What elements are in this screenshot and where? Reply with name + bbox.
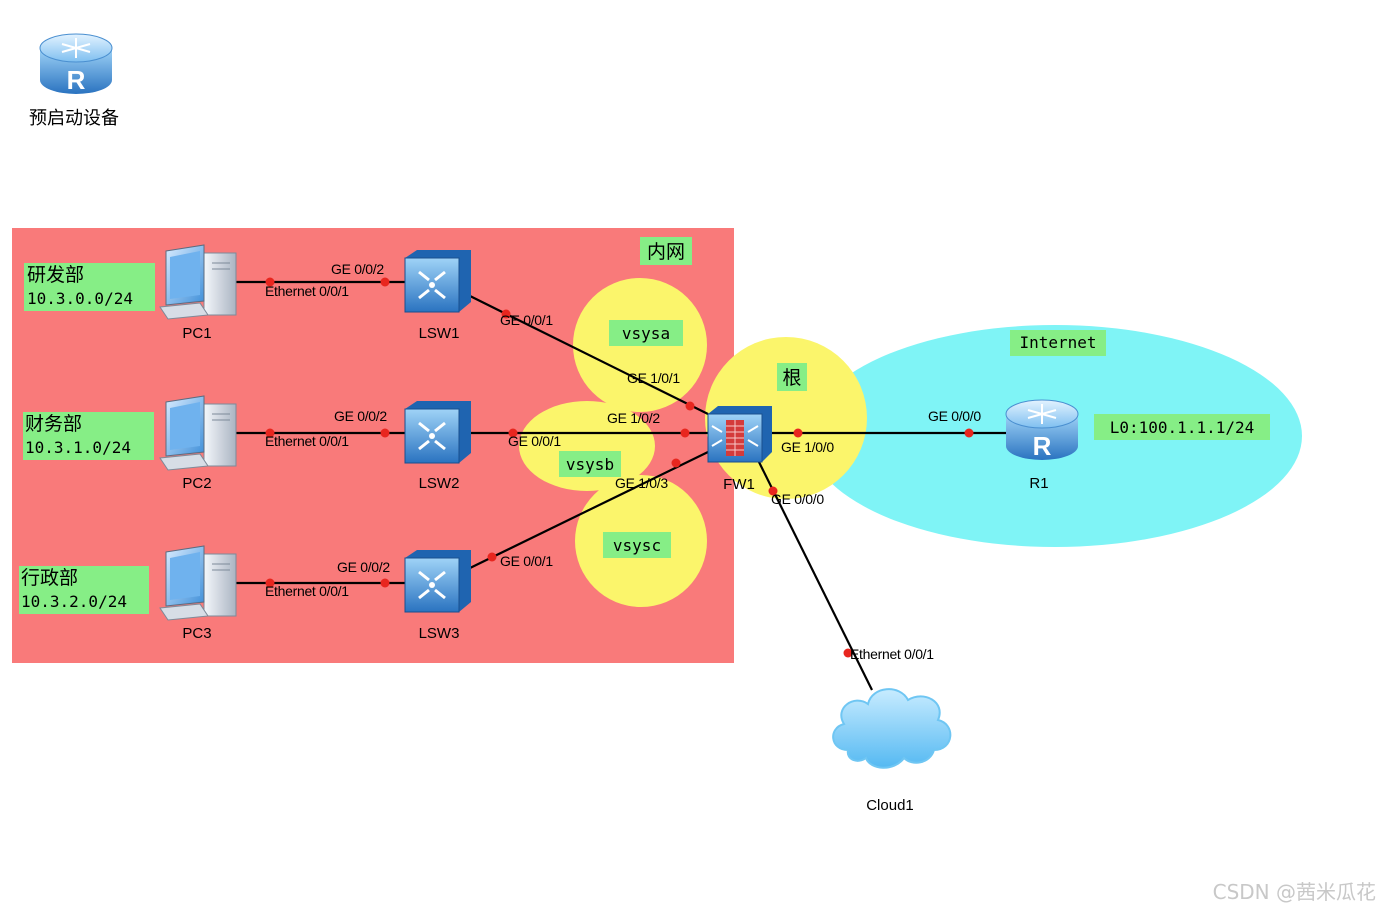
intranet-label: 内网 bbox=[647, 241, 685, 263]
lsw2-name: LSW2 bbox=[419, 475, 460, 492]
dept1-label-bg bbox=[24, 263, 155, 311]
port-lsw3-g001: GE 0/0/1 bbox=[500, 553, 553, 569]
lsw3-switch-icon[interactable] bbox=[404, 550, 471, 613]
fw1-name: FW1 bbox=[723, 476, 755, 493]
pc2-name: PC2 bbox=[182, 475, 211, 492]
link-fw1-cloud1 bbox=[757, 459, 873, 691]
lsw1-switch-icon[interactable] bbox=[404, 250, 471, 313]
vsysa-label-bg bbox=[609, 320, 683, 346]
dept1-subnet: 10.3.0.0/24 bbox=[27, 289, 133, 308]
dept2-label-bg bbox=[23, 412, 154, 460]
root-label-bg bbox=[777, 363, 807, 391]
pc3-icon[interactable] bbox=[159, 545, 237, 621]
port-lsw2-g001: GE 0/0/1 bbox=[508, 433, 561, 449]
pc1-name: PC1 bbox=[182, 325, 211, 342]
dept3-label-bg bbox=[19, 566, 149, 614]
dept2-subnet: 10.3.1.0/24 bbox=[25, 438, 131, 457]
port-pc3-eth: Ethernet 0/0/1 bbox=[265, 583, 349, 599]
dept2-name: 财务部 bbox=[25, 413, 82, 435]
internet-label: Internet bbox=[1019, 333, 1096, 352]
intranet-label-bg bbox=[640, 237, 692, 265]
port-lsw2-g002: GE 0/0/2 bbox=[334, 408, 387, 424]
svg-text:R: R bbox=[1033, 431, 1052, 461]
router-icon: R bbox=[39, 33, 113, 95]
r1-loopback-bg bbox=[1094, 414, 1270, 440]
vsysa-label: vsysa bbox=[622, 324, 670, 343]
port-fw-g000: GE 0/0/0 bbox=[771, 491, 824, 507]
port-lsw1-g002: GE 0/0/2 bbox=[331, 261, 384, 277]
lsw2-switch-icon[interactable] bbox=[404, 401, 471, 464]
port-cloud-eth: Ethernet 0/0/1 bbox=[850, 646, 934, 662]
lsw1-name: LSW1 bbox=[419, 325, 460, 342]
port-lsw3-g002: GE 0/0/2 bbox=[337, 559, 390, 575]
vsysc-label: vsysc bbox=[613, 536, 661, 555]
port-r1-g000: GE 0/0/0 bbox=[928, 408, 981, 424]
vsysb-label: vsysb bbox=[566, 455, 614, 474]
watermark: CSDN @茜米瓜花 bbox=[1213, 880, 1376, 904]
internet-label-bg bbox=[1010, 330, 1106, 356]
port-fw-g103: GE 1/0/3 bbox=[615, 475, 668, 491]
lsw3-name: LSW3 bbox=[419, 625, 460, 642]
pc2-icon[interactable] bbox=[159, 395, 237, 471]
r1-name: R1 bbox=[1029, 475, 1048, 492]
r1-router-icon[interactable]: R bbox=[1005, 399, 1079, 461]
pc1-icon[interactable] bbox=[159, 244, 237, 320]
port-pc2-eth: Ethernet 0/0/1 bbox=[265, 433, 349, 449]
cloud1-name: Cloud1 bbox=[866, 797, 914, 814]
dept3-subnet: 10.3.2.0/24 bbox=[21, 592, 127, 611]
port-lsw1-g001: GE 0/0/1 bbox=[500, 312, 553, 328]
root-label: 根 bbox=[782, 367, 801, 389]
vsysc-label-bg bbox=[603, 532, 671, 558]
vsysb-label-bg bbox=[559, 451, 621, 477]
port-fw-g102: GE 1/0/2 bbox=[607, 410, 660, 426]
port-pc1-eth: Ethernet 0/0/1 bbox=[265, 283, 349, 299]
svg-text:R: R bbox=[67, 65, 86, 95]
link-dots bbox=[265, 277, 974, 658]
dept1-name: 研发部 bbox=[27, 264, 84, 286]
pc3-name: PC3 bbox=[182, 625, 211, 642]
cloud1-icon[interactable] bbox=[832, 688, 952, 769]
r1-loopback: L0:100.1.1.1/24 bbox=[1110, 418, 1255, 437]
legend-label: 预启动设备 bbox=[29, 108, 119, 129]
link-lsw3-fw1 bbox=[469, 451, 709, 569]
port-fw-g100: GE 1/0/0 bbox=[781, 439, 834, 455]
dept3-name: 行政部 bbox=[21, 567, 78, 589]
port-fw-g101: GE 1/0/1 bbox=[627, 370, 680, 386]
fw1-firewall-icon[interactable] bbox=[707, 406, 772, 463]
